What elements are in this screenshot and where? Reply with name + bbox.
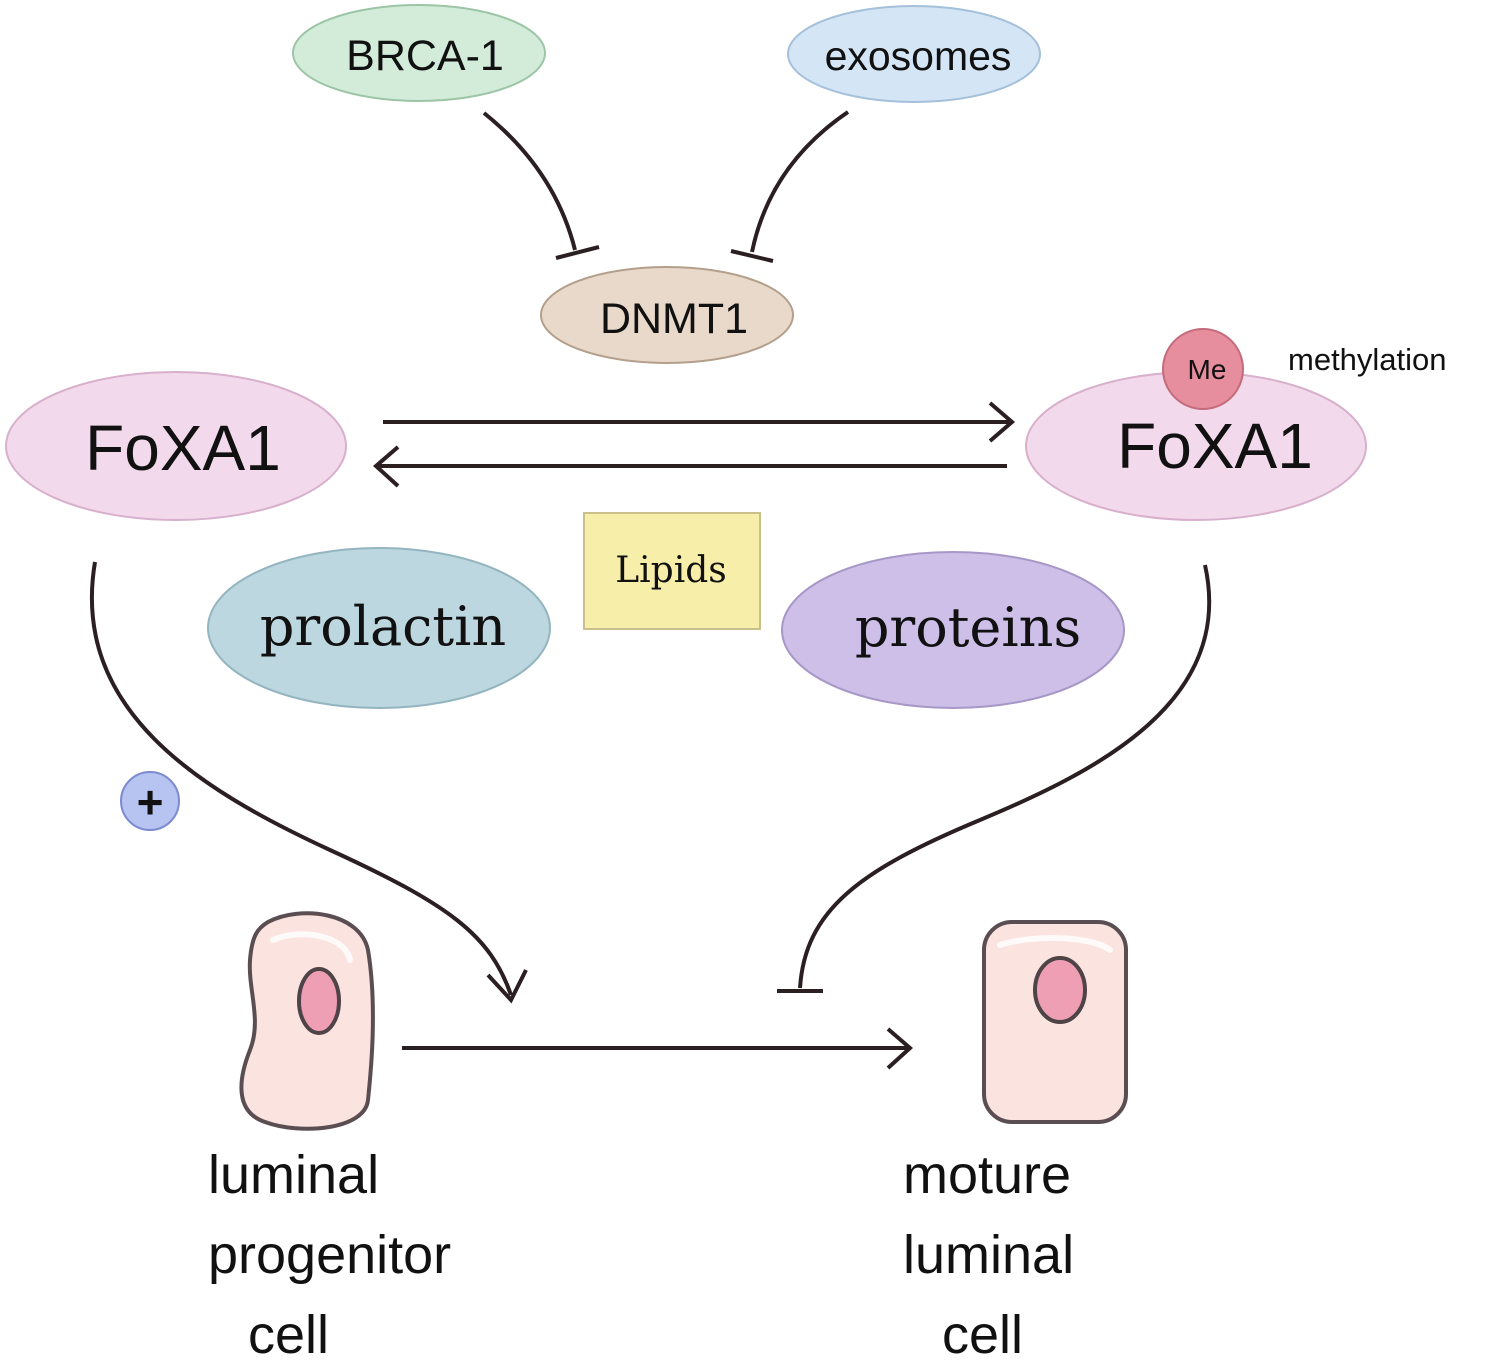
brca1-node: BRCA-1 (292, 4, 546, 102)
differentiation-arrow-head (886, 1027, 914, 1070)
mature-cell-label: moture luminal cell (903, 1145, 1074, 1365)
prolactin-node: prolactin (207, 547, 551, 709)
brca1-label: BRCA-1 (346, 32, 504, 80)
mature-line-2: luminal (903, 1225, 1074, 1285)
inhibition-curve (798, 564, 1212, 989)
methylation-label: methylation (1288, 342, 1447, 377)
progenitor-cell-label: luminal progenitor cell (208, 1145, 451, 1365)
prolactin-label: prolactin (260, 595, 506, 658)
exosomes-inhibition-bar (730, 249, 774, 263)
methylation-badge: Me (1162, 328, 1244, 410)
foxa1-right-label: FoXA1 (1117, 410, 1313, 482)
progenitor-line-3: cell (248, 1305, 329, 1365)
lipids-node: Lipids (583, 512, 761, 630)
dnmt1-node: DNMT1 (540, 266, 794, 364)
luminal-progenitor-cell-icon (239, 911, 375, 1131)
foxa1-left-node: FoXA1 (5, 371, 347, 521)
exosomes-node: exosomes (787, 5, 1041, 103)
methylation-badge-label: Me (1188, 354, 1227, 385)
brca1-inhibition-bar (555, 245, 600, 260)
mature-line-1: moture (903, 1145, 1071, 1205)
foxa1-left-label: FoXA1 (85, 412, 281, 484)
forward-arrow-head (988, 401, 1016, 443)
foxa1-right-node: FoXA1 (1025, 371, 1367, 521)
mature-line-3: cell (942, 1305, 1023, 1365)
dnmt1-label: DNMT1 (600, 295, 748, 343)
brca1-inhibition-curve (482, 111, 577, 251)
activation-curve (89, 561, 513, 996)
exosomes-inhibition-curve (750, 110, 850, 253)
progenitor-line-1: luminal (208, 1145, 379, 1205)
lipids-label: Lipids (615, 550, 727, 591)
proteins-label: proteins (855, 596, 1081, 659)
plus-label: + (137, 776, 164, 828)
progenitor-line-2: progenitor (208, 1225, 451, 1285)
exosomes-label: exosomes (825, 33, 1012, 79)
activation-plus-sign: + (120, 771, 180, 831)
mature-luminal-cell-icon (982, 920, 1128, 1124)
reverse-arrow-head (372, 445, 400, 488)
proteins-node: proteins (781, 551, 1125, 709)
activation-arrow-head (486, 969, 528, 1004)
